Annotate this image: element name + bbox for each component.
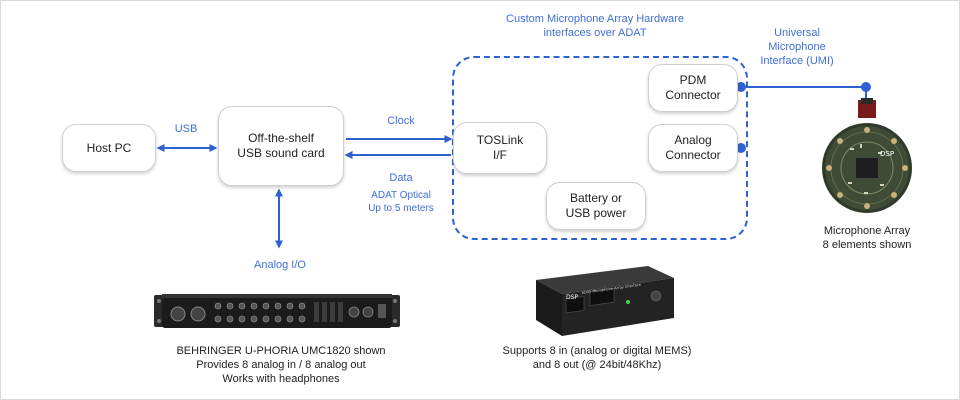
- adat-interface-box-picture: DSP ADAT Microphone Array Interface: [536, 266, 674, 336]
- analog-port-dot: [736, 143, 746, 153]
- adat-label: ADAT Optical Up to 5 meters: [356, 189, 446, 215]
- data-label: Data: [389, 172, 413, 184]
- umi-label-line-2: Microphone: [768, 41, 826, 53]
- dsp-box-caption-line-1: Supports 8 in (analog or digital MEMS): [502, 345, 692, 357]
- group-label-line-1: Custom Microphone Array Hardware: [506, 13, 684, 25]
- behringer-interface-picture: [154, 294, 400, 328]
- box-logo: DSP: [566, 294, 578, 301]
- mic-array-caption-line-2: 8 elements shown: [822, 239, 912, 251]
- behringer-caption: BEHRINGER U-PHORIA UMC1820 shown Provide…: [168, 344, 394, 386]
- behringer-caption-line-2: Provides 8 analog in / 8 analog out: [196, 359, 366, 371]
- sound-card-line-1: Off-the-shelf: [248, 131, 314, 145]
- behringer-caption-line-3: Works with headphones: [222, 373, 340, 385]
- host-pc-node: Host PC: [62, 124, 156, 172]
- pdm-connector-node: PDM Connector: [648, 64, 738, 112]
- sound-card-line-2: USB sound card: [237, 146, 325, 160]
- toslink-line-1: TOSLink: [476, 133, 524, 147]
- pdm-line-1: PDM: [679, 73, 707, 87]
- mic-array-caption: Microphone Array 8 elements shown: [802, 224, 932, 252]
- battery-node: Battery or USB power: [546, 182, 646, 230]
- analog-io-label: Analog I/O: [254, 259, 306, 271]
- analog-line-1: Analog: [674, 133, 712, 147]
- pcb-logo: DSP: [880, 150, 894, 158]
- dsp-box-caption-line-2: and 8 out (@ 24bit/48Khz): [532, 359, 662, 371]
- umi-label: Universal Microphone Interface (UMI): [752, 26, 842, 68]
- analog-line-2: Connector: [665, 148, 721, 162]
- pdm-line-2: Connector: [665, 88, 721, 102]
- toslink-line-2: I/F: [493, 148, 507, 162]
- adat-line-2: Up to 5 meters: [368, 203, 434, 214]
- battery-line-1: Battery or: [569, 191, 623, 205]
- umi-label-line-3: Interface (UMI): [760, 55, 834, 67]
- host-pc-label: Host PC: [86, 140, 132, 155]
- clock-label: Clock: [387, 115, 415, 127]
- umi-end-dot: [861, 82, 871, 92]
- toslink-node: TOSLink I/F: [453, 122, 547, 174]
- umi-label-line-1: Universal: [774, 27, 820, 39]
- group-label-line-2: interfaces over ADAT: [543, 27, 647, 39]
- sound-card-node: Off-the-shelf USB sound card: [218, 106, 344, 186]
- adat-line-1: ADAT Optical: [371, 190, 431, 201]
- microphone-array-picture: DSP: [822, 98, 912, 213]
- usb-label: USB: [174, 123, 198, 135]
- pdm-port-dot: [736, 82, 746, 92]
- dsp-box-caption: Supports 8 in (analog or digital MEMS) a…: [484, 344, 710, 372]
- battery-line-2: USB power: [565, 206, 627, 220]
- group-label: Custom Microphone Array Hardware interfa…: [470, 12, 720, 40]
- mic-array-caption-line-1: Microphone Array: [823, 225, 911, 237]
- analog-connector-node: Analog Connector: [648, 124, 738, 172]
- behringer-caption-line-1: BEHRINGER U-PHORIA UMC1820 shown: [176, 345, 386, 357]
